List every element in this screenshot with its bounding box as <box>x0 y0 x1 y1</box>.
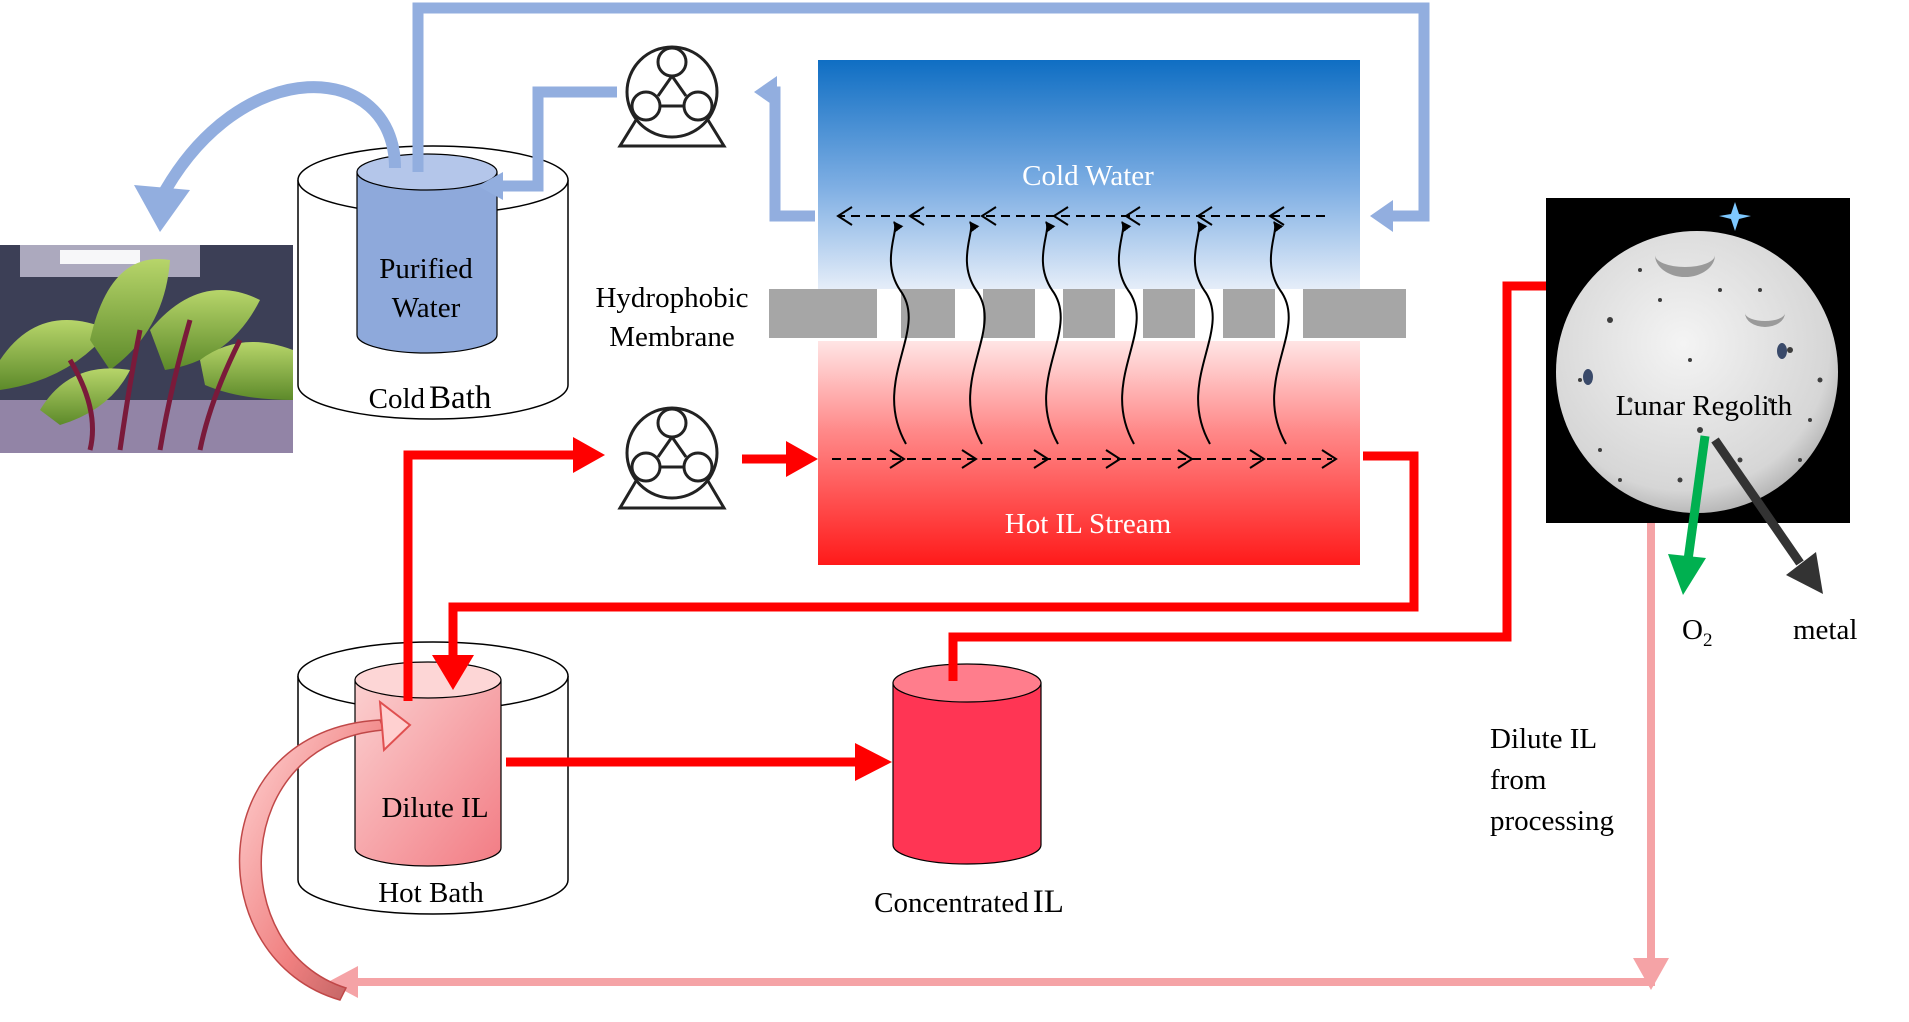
hot-il-channel <box>818 340 1360 565</box>
hot-flow-arrows <box>832 449 1338 469</box>
hydrophobic-membrane <box>769 289 1406 338</box>
cold-water-label: Cold Water <box>1022 160 1154 192</box>
cold-pump-icon <box>617 45 727 148</box>
o2-label: O2 <box>1682 614 1712 651</box>
cold-return-arrowhead <box>1370 200 1393 232</box>
hot-module-inlet-arrowhead <box>786 441 818 477</box>
concentrated-il-tank <box>892 663 1042 865</box>
hot-bath-label: Hot Bath <box>378 877 484 909</box>
purified-water-inlet-arrowhead <box>478 172 503 200</box>
lunar-regolith-label: Lunar Regolith <box>1616 390 1793 422</box>
hot-pump-icon <box>617 406 727 510</box>
purified-water-label-2: Water <box>392 292 461 324</box>
hot-il-stream-label: Hot IL Stream <box>1005 508 1172 540</box>
o2-arrow <box>1683 435 1710 561</box>
dilute-from-processing-label-3: processing <box>1490 805 1614 837</box>
concentrated-inlet-arrowhead <box>855 743 892 781</box>
water-to-plants-arrow <box>154 81 401 203</box>
vapor-transport-arrows <box>889 221 1290 445</box>
dilute-il-label: Dilute IL <box>381 792 488 824</box>
dilute-return-arrowhead <box>432 655 474 690</box>
purified-water-label-1: Purified <box>379 253 473 285</box>
metal-arrow <box>1711 437 1804 566</box>
hydrophobic-label-2: Membrane <box>609 321 735 353</box>
dilute-from-processing-label-1: Dilute IL <box>1490 723 1597 755</box>
dilute-from-processing-label-2: from <box>1490 764 1547 796</box>
dilute-il-tank <box>354 661 502 867</box>
cold-bath-label: Cold Bath <box>369 380 492 416</box>
plant-photo <box>0 245 293 453</box>
cold-pump-arrowhead <box>754 76 777 108</box>
hydrophobic-label-1: Hydrophobic <box>595 282 748 314</box>
cold-water-channel <box>818 60 1360 290</box>
metal-label: metal <box>1793 614 1857 646</box>
purified-water-tank <box>356 153 498 354</box>
hot-pump-inlet-arrowhead <box>573 437 605 473</box>
concentrated-il-label: Concentrated IL <box>874 884 1064 920</box>
